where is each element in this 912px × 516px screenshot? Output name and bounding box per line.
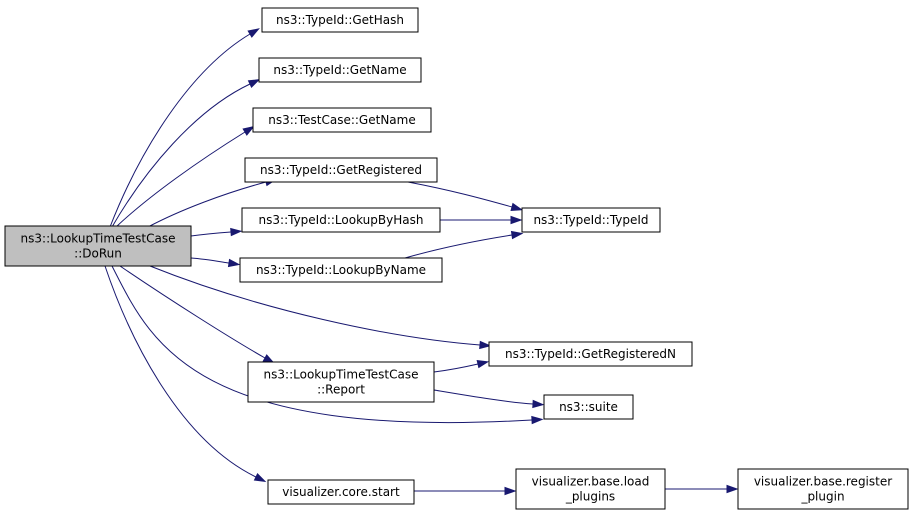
node-label: ns3::LookupTimeTestCase bbox=[21, 232, 176, 246]
node-box bbox=[241, 207, 441, 233]
node-label: ns3::LookupTimeTestCase bbox=[264, 368, 419, 382]
call-nodes: ns3::LookupTimeTestCase::DoRunns3::TypeI… bbox=[4, 7, 909, 510]
edge-arrowhead bbox=[476, 360, 490, 369]
edge-dorun-to-suite bbox=[111, 265, 544, 425]
node-label: _plugin bbox=[800, 490, 844, 504]
edge-report-to-getregisteredn bbox=[433, 360, 490, 373]
edge-line bbox=[190, 257, 230, 264]
edge-line bbox=[433, 363, 479, 373]
node-label: ns3::TestCase::GetName bbox=[268, 113, 415, 127]
node-box bbox=[488, 341, 693, 367]
edge-arrowhead bbox=[531, 415, 544, 425]
node-loadplugins[interactable]: visualizer.base.load_plugins bbox=[515, 468, 666, 510]
edge-arrowhead bbox=[479, 340, 492, 350]
node-getname[interactable]: ns3::TypeId::GetName bbox=[258, 57, 422, 83]
edge-line bbox=[119, 265, 266, 359]
edge-line bbox=[404, 234, 513, 259]
node-label: ns3::TypeId::LookupByHash bbox=[259, 213, 424, 227]
node-label: _plugins bbox=[565, 490, 615, 504]
node-typeid[interactable]: ns3::TypeId::TypeId bbox=[521, 207, 661, 233]
edge-lookupbyhash-to-typeid bbox=[440, 215, 523, 225]
edge-dorun-to-lookupbyhash bbox=[190, 227, 243, 237]
edge-line bbox=[433, 389, 534, 405]
edge-line bbox=[104, 265, 257, 478]
node-box bbox=[244, 157, 438, 183]
node-box bbox=[247, 361, 435, 403]
node-label: ns3::TypeId::GetName bbox=[273, 63, 406, 77]
node-vizstart[interactable]: visualizer.core.start bbox=[267, 479, 415, 505]
node-getregistered[interactable]: ns3::TypeId::GetRegistered bbox=[244, 157, 438, 183]
node-box bbox=[543, 394, 634, 420]
node-box bbox=[515, 468, 666, 510]
edge-dorun-to-gethash bbox=[109, 28, 260, 228]
node-registerplugin[interactable]: visualizer.base.register_plugin bbox=[737, 468, 909, 510]
edge-arrowhead bbox=[253, 473, 267, 483]
node-box bbox=[261, 7, 419, 33]
edge-dorun-to-lookupbyname bbox=[190, 257, 241, 268]
node-label: visualizer.core.start bbox=[282, 485, 400, 499]
node-lookupbyhash[interactable]: ns3::TypeId::LookupByHash bbox=[241, 207, 441, 233]
node-report[interactable]: ns3::LookupTimeTestCase::Report bbox=[247, 361, 435, 403]
node-dorun[interactable]: ns3::LookupTimeTestCase::DoRun bbox=[4, 225, 192, 267]
edge-arrowhead bbox=[510, 230, 524, 240]
edge-dorun-to-tcgetname bbox=[115, 125, 255, 228]
node-getregisteredn[interactable]: ns3::TypeId::GetRegisteredN bbox=[488, 341, 693, 367]
node-label: visualizer.base.register bbox=[754, 475, 892, 489]
edge-getregistered-to-typeid bbox=[407, 181, 524, 211]
edge-line bbox=[190, 231, 232, 237]
edge-line bbox=[109, 33, 251, 228]
edge-line bbox=[149, 265, 481, 346]
edge-dorun-to-vizstart bbox=[104, 265, 267, 483]
node-label: ::Report bbox=[317, 383, 365, 397]
node-label: ns3::TypeId::GetRegistered bbox=[260, 163, 422, 177]
node-gethash[interactable]: ns3::TypeId::GetHash bbox=[261, 7, 419, 33]
edge-arrowhead bbox=[726, 484, 739, 494]
edge-arrowhead bbox=[247, 28, 260, 38]
node-label: ns3::TypeId::LookupByName bbox=[256, 263, 426, 277]
edge-line bbox=[111, 83, 251, 228]
node-box bbox=[239, 257, 443, 283]
edge-arrowhead bbox=[227, 258, 241, 268]
edge-arrowhead bbox=[504, 486, 517, 496]
node-label: ns3::TypeId::GetRegisteredN bbox=[505, 347, 676, 361]
node-box bbox=[4, 225, 192, 267]
node-label: ns3::suite bbox=[559, 400, 618, 414]
node-lookupbyname[interactable]: ns3::TypeId::LookupByName bbox=[239, 257, 443, 283]
edge-line bbox=[147, 181, 267, 228]
edge-line bbox=[111, 265, 533, 424]
node-tcgetname[interactable]: ns3::TestCase::GetName bbox=[252, 107, 432, 133]
edge-arrowhead bbox=[230, 227, 243, 237]
edge-arrowhead bbox=[532, 399, 545, 409]
edge-arrowhead bbox=[242, 125, 255, 136]
edge-vizstart-to-loadplugins bbox=[413, 486, 517, 496]
node-box bbox=[252, 107, 432, 133]
node-label: ns3::TypeId::TypeId bbox=[533, 213, 648, 227]
node-label: visualizer.base.load bbox=[532, 475, 650, 489]
edge-report-to-suite bbox=[433, 389, 545, 409]
node-box bbox=[267, 479, 415, 505]
edge-line bbox=[115, 131, 246, 228]
node-suite[interactable]: ns3::suite bbox=[543, 394, 634, 420]
node-box bbox=[521, 207, 661, 233]
node-label: ::DoRun bbox=[74, 247, 122, 261]
edge-lookupbyname-to-typeid bbox=[404, 230, 524, 259]
edge-arrowhead bbox=[510, 215, 523, 225]
edge-line bbox=[407, 181, 513, 208]
edge-dorun-to-getname bbox=[111, 79, 261, 228]
edge-arrowhead bbox=[247, 79, 261, 89]
node-box bbox=[258, 57, 422, 83]
node-box bbox=[737, 468, 909, 510]
edge-arrowhead bbox=[510, 202, 524, 211]
edge-dorun-to-getregisteredn bbox=[149, 265, 492, 350]
node-label: ns3::TypeId::GetHash bbox=[276, 13, 404, 27]
edge-loadplugins-to-registerplugin bbox=[665, 484, 739, 494]
